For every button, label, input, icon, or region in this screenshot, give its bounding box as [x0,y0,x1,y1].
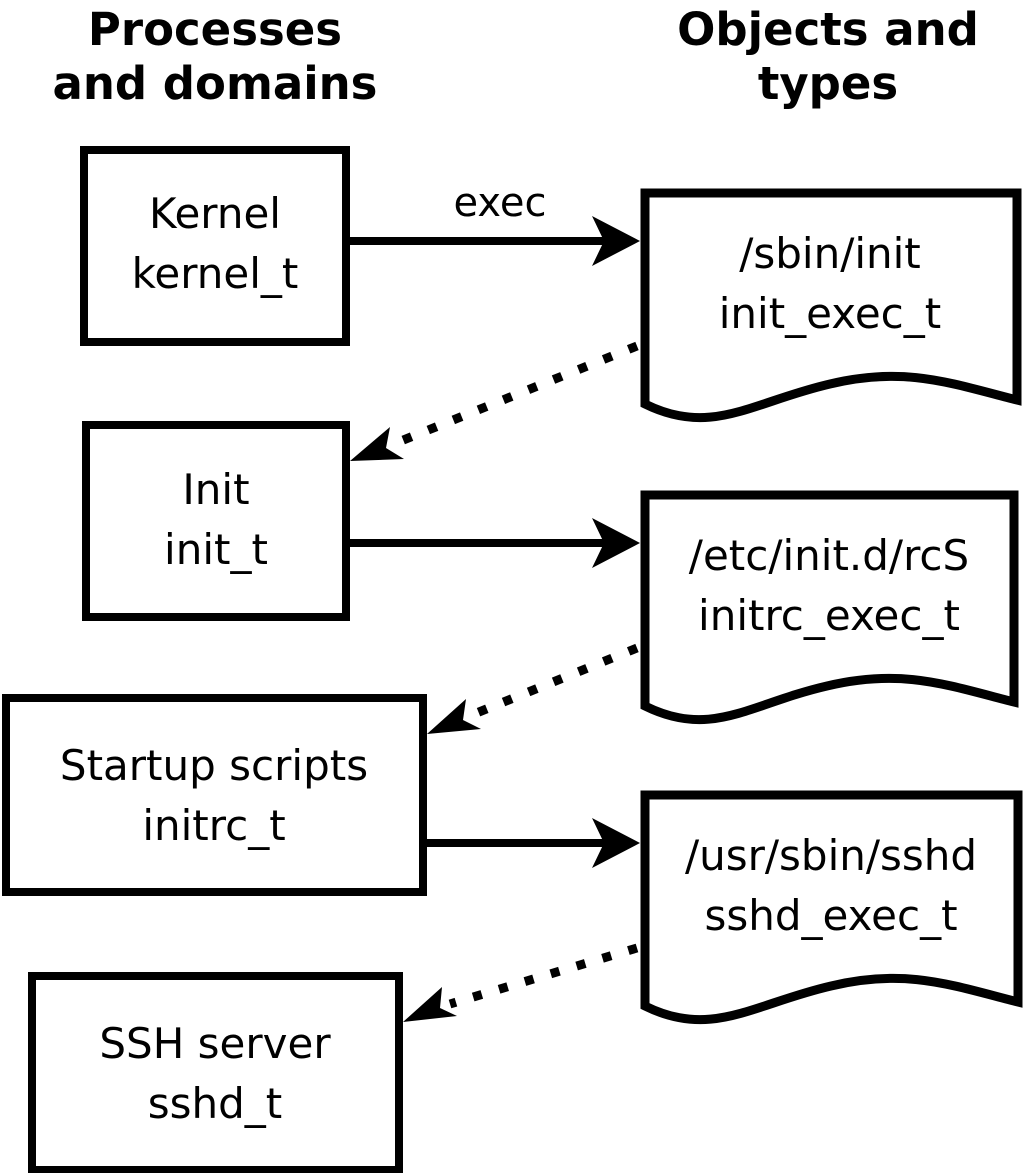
edge-init_exec-transition-init-line [394,341,639,448]
node-init_exec-line1: /sbin/init [739,229,921,278]
edge-kernel-exec-init_exec: exec [348,180,640,266]
node-sshd_exec-document-shape[interactable] [640,790,1023,1025]
edge-init_exec-transition-init-arrowhead [350,427,404,461]
column-header-objects-line2: types [758,57,898,110]
column-header-processes-line1: Processes [88,3,342,56]
node-initrc-box[interactable] [2,694,427,896]
node-initrc[interactable]: Startup scripts initrc_t [2,694,427,896]
node-sshd_exec-line1: /usr/sbin/sshd [685,831,977,880]
node-init[interactable]: Init init_t [82,421,350,621]
node-sshd_exec-line2: sshd_exec_t [704,891,957,940]
edge-initrc_exec-transition-initrc-arrowhead [427,699,481,734]
node-initrc_exec-document-shape[interactable] [640,490,1019,725]
node-sshd-line1: SSH server [99,1019,331,1068]
edge-initrc_exec-transition-initrc-line [472,643,639,719]
node-sshd-line2: sshd_t [148,1079,283,1128]
node-kernel-line1: Kernel [149,189,281,238]
node-kernel[interactable]: Kernel kernel_t [80,146,350,346]
node-initrc_exec-line1: /etc/init.d/rcS [689,531,969,580]
edge-init_exec-transition-init [350,341,639,461]
node-initrc_exec-line2: initrc_exec_t [698,591,960,640]
edge-sshd_exec-transition-sshd-arrowhead [403,987,457,1022]
node-sshd_exec[interactable]: /usr/sbin/sshd sshd_exec_t [640,790,1023,1025]
node-kernel-box[interactable] [80,146,350,346]
node-kernel-line2: kernel_t [132,249,299,298]
node-initrc-line1: Startup scripts [60,741,368,790]
edge-label-exec: exec [454,180,547,226]
node-initrc_exec[interactable]: /etc/init.d/rcS initrc_exec_t [640,490,1019,725]
node-sshd[interactable]: SSH server sshd_t [28,972,403,1173]
edge-initrc-exec-sshd_exec [425,818,640,868]
node-init_exec[interactable]: /sbin/init init_exec_t [640,188,1022,423]
edge-initrc-exec-sshd_exec-arrowhead [592,818,640,868]
node-init_exec-line2: init_exec_t [719,289,942,338]
column-header-objects-line1: Objects and [677,3,979,56]
edge-sshd_exec-transition-sshd-line [448,943,639,1009]
node-sshd-box[interactable] [28,972,403,1173]
column-header-processes-line2: and domains [53,57,378,110]
edge-initrc_exec-transition-initrc [427,643,639,734]
edge-init-exec-initrc_exec-arrowhead [592,518,640,568]
column-header-processes: Processes and domains [53,3,378,110]
edge-sshd_exec-transition-sshd [403,943,639,1022]
edge-kernel-exec-init_exec-arrowhead [592,216,640,266]
edge-init-exec-initrc_exec [348,518,640,568]
node-init-line1: Init [182,465,249,514]
column-header-objects: Objects and types [677,3,979,110]
node-init_exec-document-shape[interactable] [640,188,1022,423]
node-init-box[interactable] [82,421,350,621]
node-init-line2: init_t [164,525,268,574]
node-initrc-line2: initrc_t [142,801,285,850]
